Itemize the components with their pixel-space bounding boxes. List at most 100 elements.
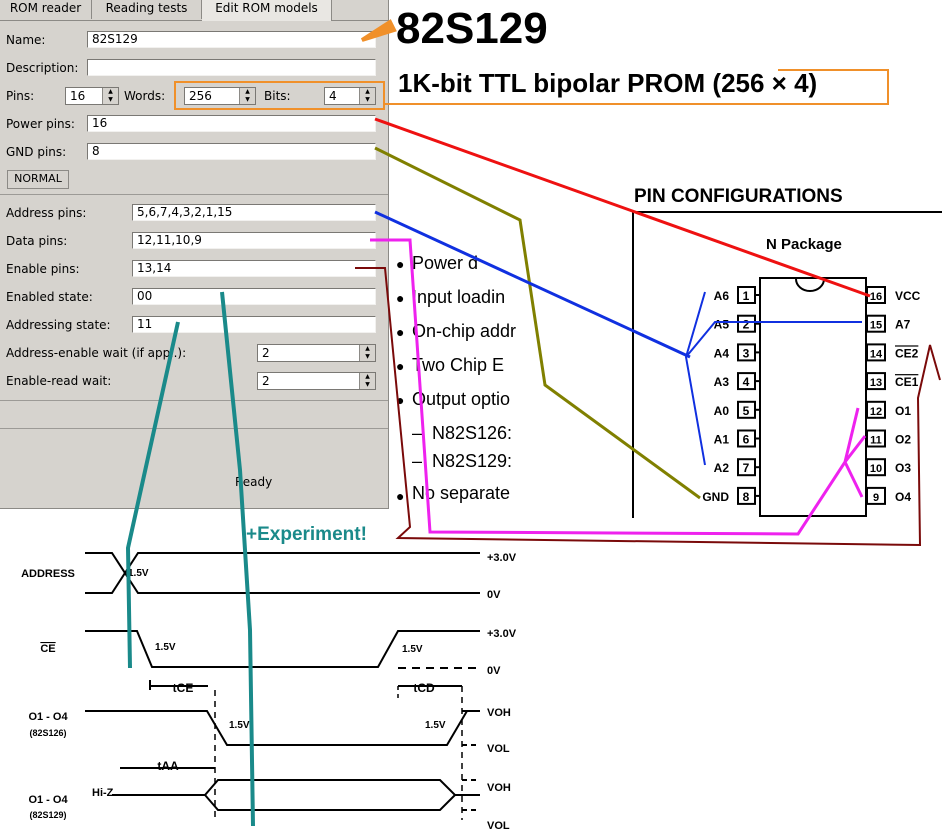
tab-rom-reader[interactable]: ROM reader bbox=[0, 0, 92, 19]
wire-address bbox=[374, 210, 691, 359]
pin-name: A0 bbox=[714, 404, 730, 418]
enable-pins-label: Enable pins: bbox=[6, 262, 80, 276]
bits-stepper[interactable]: 4 ▲▼ bbox=[324, 87, 376, 105]
highlight-pointer bbox=[360, 19, 397, 42]
wire-enable bbox=[355, 267, 941, 547]
enable-pins-field[interactable]: 13,14 bbox=[132, 260, 376, 277]
wire-data bbox=[370, 238, 867, 536]
pin-number: 4 bbox=[743, 375, 750, 389]
experiment-annotation: +Experiment! bbox=[246, 524, 367, 545]
level-label: 0V bbox=[487, 665, 501, 677]
level-label: +3.0V bbox=[487, 628, 517, 640]
pin-number: 3 bbox=[743, 346, 750, 360]
gnd-pins-label: GND pins: bbox=[6, 145, 67, 159]
address-enable-wait-stepper[interactable]: 2 ▲▼ bbox=[257, 344, 376, 362]
pin-box bbox=[866, 458, 886, 477]
enable-read-wait-label: Enable-read wait: bbox=[6, 374, 112, 388]
data-pins-field[interactable]: 12,11,10,9 bbox=[132, 232, 376, 249]
pins-stepper[interactable]: 16 ▲▼ bbox=[65, 87, 119, 105]
pin-name: A1 bbox=[714, 433, 730, 447]
status-text: Ready bbox=[235, 475, 273, 489]
bullet-icon: ● bbox=[396, 256, 405, 272]
pins-value: 16 bbox=[70, 89, 86, 103]
gnd-pins-field[interactable]: 8 bbox=[87, 143, 376, 160]
words-label: Words: bbox=[124, 89, 166, 103]
dash-icon: – bbox=[412, 451, 423, 471]
pin-name: A4 bbox=[714, 346, 730, 360]
enable-read-wait-stepper[interactable]: 2 ▲▼ bbox=[257, 372, 376, 390]
description-field[interactable] bbox=[87, 59, 376, 76]
pin-box bbox=[866, 372, 886, 391]
stepper-arrows-icon[interactable]: ▲▼ bbox=[359, 373, 375, 389]
pin-name: O3 bbox=[895, 461, 911, 475]
address-pins-field[interactable]: 5,6,7,4,3,2,1,15 bbox=[132, 204, 376, 221]
name-label: Name: bbox=[6, 33, 46, 47]
pin-number: 5 bbox=[743, 404, 750, 418]
divider bbox=[0, 400, 388, 401]
tab-reading-tests[interactable]: Reading tests bbox=[92, 0, 202, 19]
tab-edit-rom-models[interactable]: Edit ROM models bbox=[202, 0, 332, 21]
feature-item: No separate bbox=[412, 483, 511, 503]
enabled-state-field[interactable]: 00 bbox=[132, 288, 376, 305]
timing-parameter: tAA bbox=[157, 759, 179, 773]
wire-power bbox=[374, 117, 871, 298]
pin-config-title: PIN CONFIGURATIONS bbox=[634, 186, 843, 207]
power-pins-field[interactable]: 16 bbox=[87, 115, 376, 132]
data-pins-label: Data pins: bbox=[6, 234, 68, 248]
subtitle-close: ) bbox=[808, 68, 818, 98]
pin-name: O4 bbox=[895, 490, 911, 504]
dash-icon: – bbox=[412, 423, 423, 443]
bits-value: 4 bbox=[329, 89, 337, 103]
bullet-icon: ● bbox=[396, 358, 405, 374]
pin-name: VCC bbox=[895, 289, 921, 303]
pin-name: A6 bbox=[714, 289, 730, 303]
enabled-state-label: Enabled state: bbox=[6, 290, 93, 304]
subtitle-organization: 256 × 4 bbox=[721, 68, 809, 98]
pin-config-frame bbox=[632, 211, 942, 518]
address-pins-label: Address pins: bbox=[6, 206, 87, 220]
threshold-label: 1.5V bbox=[128, 568, 149, 579]
stepper-arrows-icon[interactable]: ▲▼ bbox=[239, 88, 255, 104]
threshold-label: 1.5V bbox=[425, 720, 446, 731]
package-label: N Package bbox=[766, 236, 842, 253]
name-field[interactable]: 82S129 bbox=[87, 31, 376, 48]
level-label: VOL bbox=[487, 820, 510, 832]
addressing-state-field[interactable]: 11 bbox=[132, 316, 376, 333]
feature-item: Two Chip E bbox=[412, 355, 505, 375]
pin-name: CE2 bbox=[895, 346, 919, 360]
stepper-arrows-icon[interactable]: ▲▼ bbox=[102, 88, 118, 104]
pin-box bbox=[866, 343, 886, 362]
level-label: 0V bbox=[487, 589, 501, 601]
level-label: VOL bbox=[487, 743, 510, 755]
bullet-icon: ● bbox=[396, 392, 405, 408]
feature-item: Power d bbox=[412, 253, 479, 273]
stepper-arrows-icon[interactable]: ▲▼ bbox=[359, 88, 375, 104]
pin-name: A5 bbox=[714, 318, 730, 332]
stepper-arrows-icon[interactable]: ▲▼ bbox=[359, 345, 375, 361]
signal-label: ADDRESS bbox=[21, 568, 75, 580]
pin-number: 1 bbox=[743, 289, 750, 303]
words-stepper[interactable]: 256 ▲▼ bbox=[184, 87, 256, 105]
signal-label: (82S129) bbox=[29, 810, 66, 820]
part-subtitle: 1K-bit TTL bipolar PROM (256 × 4) bbox=[398, 67, 817, 99]
level-label: +3.0V bbox=[487, 552, 517, 564]
pin-number: 11 bbox=[870, 435, 882, 447]
mode-normal-button[interactable]: NORMAL bbox=[7, 170, 69, 189]
wire-addressing-state bbox=[125, 321, 180, 669]
pin-number: 13 bbox=[870, 377, 882, 389]
highlight-box-words bbox=[174, 81, 385, 110]
bullet-icon: ● bbox=[396, 324, 405, 340]
feature-item: Output optio bbox=[412, 389, 511, 409]
signal-label: (82S126) bbox=[29, 728, 66, 738]
pin-number: 12 bbox=[870, 406, 882, 418]
bullet-icon: ● bbox=[396, 488, 405, 504]
signal-label: O1 - O4 bbox=[28, 794, 68, 806]
pin-number: 9 bbox=[873, 492, 879, 504]
power-pins-label: Power pins: bbox=[6, 117, 75, 131]
pin-name: A3 bbox=[714, 375, 730, 389]
feature-item: On-chip addr bbox=[412, 321, 517, 341]
level-label: VOH bbox=[487, 707, 511, 719]
pin-number: 15 bbox=[870, 320, 882, 332]
subtitle-text: 1K-bit TTL bipolar PROM ( bbox=[398, 68, 722, 98]
pin-name: A2 bbox=[714, 461, 730, 475]
